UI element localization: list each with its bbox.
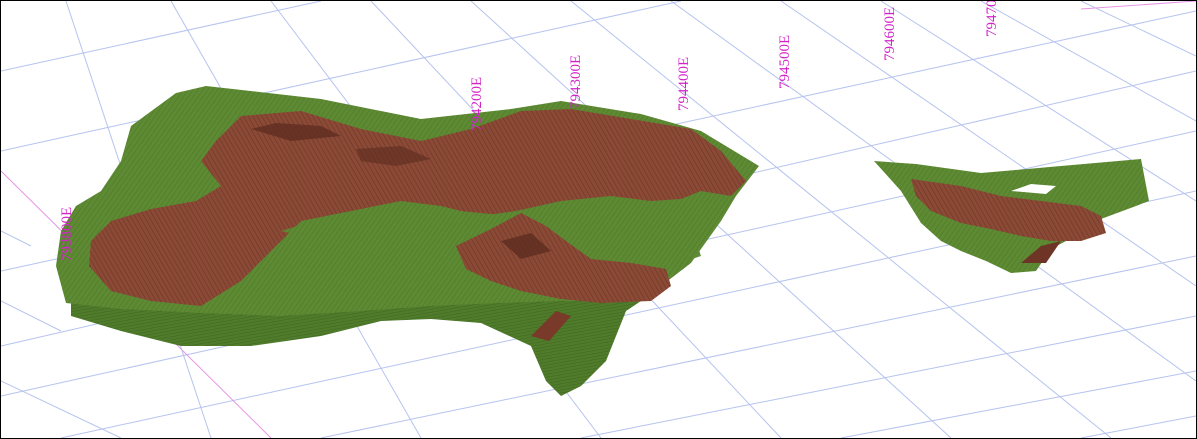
grid-accent-line <box>1080 1 1196 10</box>
grid-line <box>570 1 1112 438</box>
easting-label-6: 794600E <box>882 7 898 61</box>
secondary-pit-surface[interactable] <box>874 159 1149 273</box>
pit-detail <box>356 146 431 166</box>
grid-line <box>1 380 122 438</box>
pit-detail <box>251 123 341 141</box>
secondary-pit-ore <box>911 179 1106 241</box>
pit-lower-ore <box>456 213 671 303</box>
pit-detail <box>531 311 571 341</box>
easting-label-5: 794500E <box>777 35 793 89</box>
easting-label-3: 794300E <box>568 55 584 109</box>
grid-line <box>1080 1 1196 57</box>
easting-label-2: 794200E <box>469 77 485 131</box>
pit-floor-ore <box>89 109 746 306</box>
pit-detail <box>501 233 551 259</box>
grid-line <box>1 300 62 332</box>
pit-detail <box>1021 241 1061 263</box>
easting-label-1: 793800E <box>59 207 75 261</box>
grid-line <box>880 1 1196 202</box>
grid-line <box>980 1 1196 122</box>
pit-lower-wall <box>71 299 641 396</box>
secondary-pit-gap <box>1011 184 1056 194</box>
grid-line <box>1080 415 1196 438</box>
easting-label-4: 794400E <box>676 57 692 111</box>
grid-line <box>580 315 1196 438</box>
main-pit-surface[interactable] <box>56 86 759 396</box>
grid-line <box>840 370 1196 438</box>
grid-line <box>320 255 1196 438</box>
grid-line <box>1 1 322 72</box>
grid-line <box>780 1 1196 287</box>
easting-label-7: 794700E <box>984 1 1000 37</box>
grid-line <box>1 1 682 152</box>
easting-labels: 793800E 794200E 794300E 794400E 794500E … <box>59 1 1000 261</box>
grid-line <box>1 230 32 247</box>
